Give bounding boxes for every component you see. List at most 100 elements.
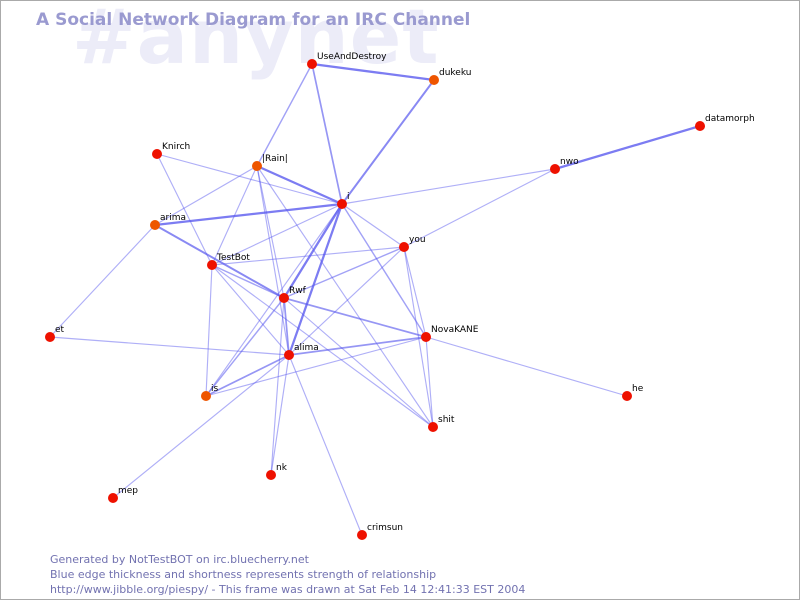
node-alima: alima <box>284 343 319 360</box>
edge-rwf-alima <box>283 297 290 356</box>
node-crimsun: crimsun <box>357 523 403 540</box>
edge-layer <box>49 62 702 536</box>
edge-testbot-alima <box>211 264 290 356</box>
edge-rwf-nk <box>270 297 285 476</box>
node-novakane: NovaKANE <box>421 325 479 342</box>
node-dot-datamorph <box>695 121 705 131</box>
edge-rwf-shit <box>283 297 434 428</box>
edge-knirch-testbot <box>156 153 213 266</box>
node-rwf: Rwf <box>279 286 307 303</box>
node-dot-he <box>622 391 632 401</box>
node-label-datamorph: datamorph <box>705 114 755 124</box>
node-dot-is <box>201 391 211 401</box>
node-label-nk: nk <box>276 463 288 473</box>
node-label-rain: |Rain| <box>262 154 288 164</box>
node-label-knirch: Knirch <box>162 142 190 152</box>
node-rain: |Rain| <box>252 154 288 171</box>
edge-i-testbot <box>211 203 343 266</box>
node-dot-et <box>45 332 55 342</box>
node-nk: nk <box>266 463 288 480</box>
edge-novakane-shit <box>425 336 434 428</box>
node-label-he: he <box>632 384 644 394</box>
node-datamorph: datamorph <box>695 114 755 131</box>
edge-i-is <box>205 203 343 397</box>
edge-rain-i <box>255 164 344 206</box>
node-label-you: you <box>409 235 426 245</box>
edge-datamorph-nwo <box>553 124 702 171</box>
node-dukeku: dukeku <box>429 68 471 85</box>
footer-url-timestamp: http://www.jibble.org/piespy/ - This fra… <box>50 583 526 596</box>
node-dot-useanddestroy <box>307 59 317 69</box>
node-label-arima: arima <box>160 213 186 223</box>
edge-i-alima <box>287 202 344 357</box>
edge-arima-et <box>49 224 156 338</box>
edge-knirch-i <box>156 153 343 205</box>
node-label-useanddestroy: UseAndDestroy <box>317 52 387 62</box>
node-label-is: is <box>211 384 219 394</box>
node-i: i <box>337 192 350 209</box>
edge-nwo-i <box>341 168 556 205</box>
edge-you-alima <box>288 246 405 356</box>
edge-you-rwf <box>283 246 405 299</box>
diagram-title: A Social Network Diagram for an IRC Chan… <box>36 10 471 30</box>
edge-you-testbot <box>211 246 405 266</box>
node-label-alima: alima <box>294 343 319 353</box>
edge-alima-mep <box>112 354 290 499</box>
edge-rwf-is <box>205 297 285 397</box>
node-label-rwf: Rwf <box>289 286 307 296</box>
node-knirch: Knirch <box>152 142 190 159</box>
edge-alima-crimsun <box>288 354 363 536</box>
edge-alima-is <box>205 354 290 397</box>
edge-useanddestroy-dukeku <box>310 62 436 82</box>
edge-rain-arima <box>154 165 258 226</box>
node-testbot: TestBot <box>207 253 250 270</box>
node-label-dukeku: dukeku <box>439 68 471 78</box>
edge-novakane-he <box>425 336 628 397</box>
edge-nwo-you <box>403 168 556 248</box>
edge-i-rwf <box>282 202 344 300</box>
node-shit: shit <box>428 415 455 432</box>
edge-arima-rwf <box>154 224 285 299</box>
edge-alima-nk <box>270 354 290 476</box>
node-dot-shit <box>428 422 438 432</box>
edge-i-novakane <box>341 203 427 338</box>
edge-you-novakane <box>403 246 427 338</box>
edge-novakane-is <box>205 336 427 397</box>
edge-alima-et <box>49 336 290 356</box>
footer-info: Generated by NotTestBOT on irc.bluecherr… <box>50 552 525 597</box>
edge-arima-i <box>153 202 344 227</box>
node-he: he <box>622 384 644 401</box>
node-dot-testbot <box>207 260 217 270</box>
node-you: you <box>399 235 426 252</box>
node-nwo: nwo <box>550 157 579 174</box>
node-arima: arima <box>150 213 186 230</box>
node-label-novakane: NovaKANE <box>431 325 479 335</box>
edge-rain-alima <box>256 165 290 356</box>
edge-i-you <box>341 203 405 248</box>
node-label-et: et <box>55 325 65 335</box>
node-label-nwo: nwo <box>560 157 579 167</box>
node-dot-alima <box>284 350 294 360</box>
node-dot-i <box>337 199 347 209</box>
node-dot-you <box>399 242 409 252</box>
channel-watermark: #anynet <box>72 0 440 81</box>
edge-testbot-is <box>205 264 213 397</box>
node-et: et <box>45 325 65 342</box>
edge-useanddestroy-rain <box>256 63 313 167</box>
edge-testbot-shit <box>211 264 434 428</box>
node-label-crimsun: crimsun <box>367 523 403 533</box>
node-dot-mep <box>108 493 118 503</box>
node-mep: mep <box>108 486 138 503</box>
node-dot-knirch <box>152 149 162 159</box>
edge-you-shit <box>403 246 434 428</box>
node-dot-dukeku <box>429 75 439 85</box>
edge-testbot-rwf <box>211 264 285 299</box>
footer-generated-by: Generated by NotTestBOT on irc.bluecherr… <box>50 553 309 566</box>
edge-rwf-novakane <box>283 297 427 338</box>
node-dot-nwo <box>550 164 560 174</box>
node-dot-crimsun <box>357 530 367 540</box>
edge-dukeku-i <box>341 79 435 205</box>
